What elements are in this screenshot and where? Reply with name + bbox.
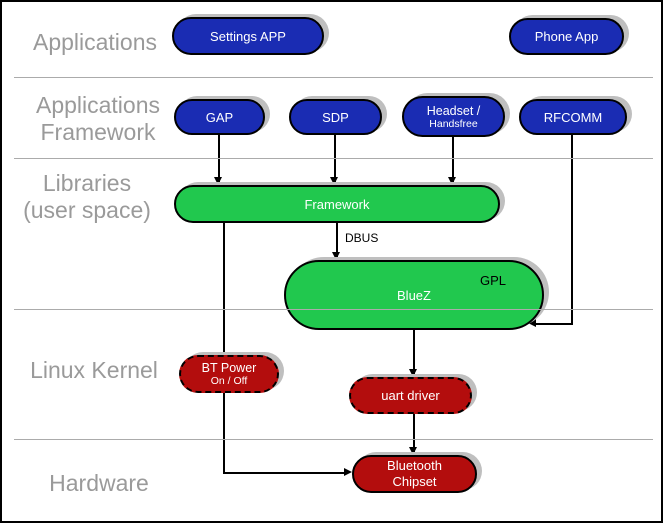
- layer-label-linux-kernel: Linux Kernel: [4, 357, 184, 384]
- layer-separator-4: [14, 439, 653, 440]
- edge-rfcomm-to-bluez-vertical: [571, 134, 573, 325]
- node-framework: Framework: [174, 185, 500, 223]
- arrowhead-down-icon: [409, 447, 417, 455]
- node-label: BT Power: [201, 361, 257, 375]
- arrowhead-down-icon: [409, 369, 417, 377]
- node-settings-app: Settings APP: [172, 17, 324, 55]
- arrowhead-right-icon: [344, 468, 352, 476]
- arrowhead-down-icon: [448, 177, 456, 185]
- node-label: Handsfree: [429, 117, 478, 130]
- layer-label-applications-framework: Applications Framework: [8, 92, 188, 146]
- arrowhead-down-icon: [332, 252, 340, 260]
- node-label: Phone App: [534, 29, 599, 44]
- node-label: BlueZ: [397, 287, 431, 303]
- layer-label-text: Framework: [40, 119, 156, 145]
- node-headset-handsfree: Headset / Handsfree: [402, 96, 505, 137]
- layer-separator-1: [14, 77, 653, 78]
- arrowhead-left-icon: [528, 319, 536, 327]
- node-bluez: BlueZ GPL: [284, 260, 544, 330]
- layer-separator-2: [14, 158, 653, 159]
- node-gap: GAP: [174, 99, 265, 135]
- node-label: GAP: [205, 109, 234, 125]
- arrowhead-down-icon: [214, 177, 222, 185]
- layer-label-text: Applications: [32, 29, 158, 55]
- gpl-license-tag: GPL: [479, 273, 506, 288]
- node-label: Settings APP: [210, 28, 286, 44]
- layer-label-text: Linux Kernel: [30, 357, 158, 383]
- edge-rfcomm-to-bluez-horizontal: [535, 323, 572, 325]
- node-label: On / Off: [210, 375, 248, 387]
- edge-gap-to-framework: [218, 135, 220, 185]
- node-rfcomm: RFCOMM: [519, 99, 627, 135]
- edge-sdp-to-framework: [334, 135, 336, 185]
- node-label: Bluetooth: [387, 458, 442, 473]
- arrowhead-down-icon: [330, 177, 338, 185]
- layer-separator-3: [14, 309, 653, 310]
- layer-label-text: Applications: [35, 92, 161, 118]
- edge-framework-to-chipset-horizontal: [223, 472, 346, 474]
- edge-uart-to-chipset: [413, 414, 415, 455]
- node-label: Headset /: [426, 103, 481, 118]
- edge-label-dbus: DBUS: [345, 231, 379, 245]
- node-label: SDP: [322, 109, 349, 125]
- layer-label-text: Libraries: [42, 170, 132, 196]
- layer-label-text: Hardware: [49, 470, 149, 496]
- edge-framework-to-chipset-vertical: [223, 223, 225, 474]
- node-label: Chipset: [392, 474, 437, 489]
- node-label: Framework: [304, 196, 370, 212]
- node-label: RFCOMM: [543, 109, 603, 125]
- edge-framework-to-bluez: [336, 223, 338, 260]
- layer-label-hardware: Hardware: [2, 470, 196, 497]
- edge-headset-to-framework: [452, 137, 454, 185]
- node-label: uart driver: [381, 388, 440, 403]
- layer-label-applications: Applications: [8, 29, 182, 56]
- node-phone-app: Phone App: [509, 18, 624, 55]
- node-uart-driver: uart driver: [349, 377, 472, 414]
- layer-label-text: (user space): [23, 197, 151, 223]
- node-bluetooth-chipset: Bluetooth Chipset: [352, 455, 477, 493]
- layer-label-libraries: Libraries (user space): [2, 170, 172, 224]
- node-bt-power: BT Power On / Off: [179, 355, 279, 393]
- node-sdp: SDP: [289, 99, 382, 135]
- edge-bluez-to-uart: [413, 330, 415, 377]
